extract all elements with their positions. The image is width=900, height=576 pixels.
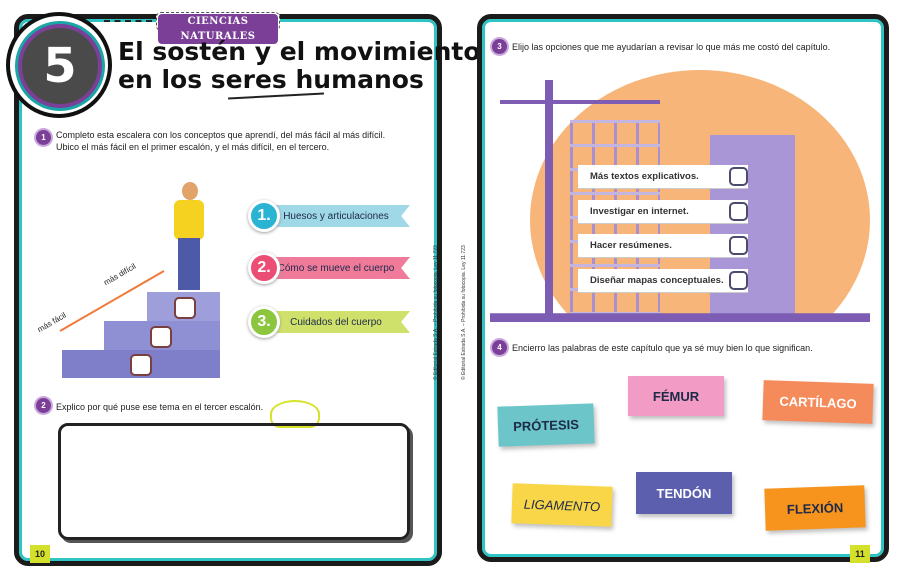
right-page-frame xyxy=(477,14,889,562)
option-2-checkbox[interactable] xyxy=(729,202,748,221)
activity-2-instructions: Explico por qué puse ese tema en el terc… xyxy=(56,402,264,412)
activity-2-badge: 2 xyxy=(36,398,51,413)
step-3-checkbox[interactable] xyxy=(174,297,196,319)
activity-1-instructions: Completo esta escalera con los conceptos… xyxy=(56,130,386,152)
copyright-right: © Editorial Estrada S.A. – Prohibida su … xyxy=(461,245,467,380)
page-number-right: 11 xyxy=(850,545,870,563)
option-1[interactable]: Más textos explicativos. xyxy=(578,165,748,189)
concept-number-3: 3. xyxy=(248,306,280,338)
concept-ribbon-3: Cuidados del cuerpo xyxy=(262,311,410,333)
person-illustration xyxy=(170,182,214,294)
copyright-left: © Editorial Estrada S.A. – Prohibida su … xyxy=(433,245,439,380)
word-flexion[interactable]: FLEXIÓN xyxy=(764,485,866,531)
step-2-checkbox[interactable] xyxy=(150,326,172,348)
activity-3-instructions: Elijo las opciones que me ayudarían a re… xyxy=(512,42,831,52)
answer-box[interactable] xyxy=(58,423,410,540)
concept-number-2: 2. xyxy=(248,252,280,284)
dashed-arrow xyxy=(104,20,152,22)
activity-4-badge: 4 xyxy=(492,340,507,355)
option-2[interactable]: Investigar en internet. xyxy=(578,200,748,224)
option-1-checkbox[interactable] xyxy=(729,167,748,186)
word-protesis[interactable]: PRÓTESIS xyxy=(497,403,595,447)
word-femur[interactable]: FÉMUR xyxy=(628,376,724,416)
page-number-left: 10 xyxy=(30,545,50,563)
word-ligamento[interactable]: LIGAMENTO xyxy=(511,483,613,527)
option-4[interactable]: Diseñar mapas conceptuales. xyxy=(578,269,748,293)
option-3-checkbox[interactable] xyxy=(729,236,748,255)
activity-3-badge: 3 xyxy=(492,39,507,54)
word-tendon[interactable]: TENDÓN xyxy=(636,472,732,514)
activity-4-instructions: Encierro las palabras de este capítulo q… xyxy=(512,343,813,353)
option-4-checkbox[interactable] xyxy=(729,271,748,290)
concept-number-1: 1. xyxy=(248,200,280,232)
concept-ribbon-2: Cómo se mueve el cuerpo xyxy=(262,257,410,279)
chapter-circle: 5 xyxy=(18,24,102,108)
activity-1-badge: 1 xyxy=(36,130,51,145)
option-3[interactable]: Hacer resúmenes. xyxy=(578,234,748,258)
concept-ribbon-1: Huesos y articulaciones xyxy=(262,205,410,227)
scribble-decoration xyxy=(270,400,320,428)
subject-badge: CIENCIAS NATURALES xyxy=(156,12,280,44)
step-1-checkbox[interactable] xyxy=(130,354,152,376)
word-cartilago[interactable]: CARTÍLAGO xyxy=(762,380,874,424)
